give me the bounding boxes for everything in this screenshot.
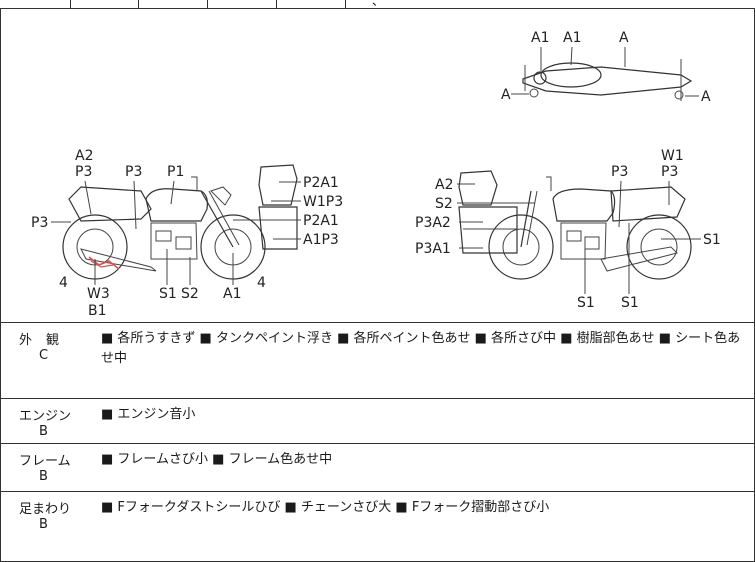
row-category: 足まわり (19, 502, 72, 517)
column-divider (138, 0, 139, 8)
front-wheel-outer (488, 214, 554, 280)
diagram-label: A1 (531, 30, 549, 46)
column-divider (345, 0, 346, 8)
top-fuel-tank (540, 62, 602, 88)
front-cowl (258, 206, 298, 250)
row-header: 足まわり B (1, 491, 91, 561)
engine-fin (584, 236, 600, 250)
headlight (210, 186, 232, 206)
column-divider (207, 0, 208, 8)
row-category: フレーム (19, 454, 71, 469)
partial-text: 、 (372, 0, 385, 8)
diagram-label: W1 (661, 148, 684, 164)
diagram-label: P3 (125, 164, 142, 180)
diagram-label: S1 (621, 295, 639, 311)
row-description: ■ フレームさび小 ■ フレーム色あせ中 (101, 452, 333, 467)
diagram-label: S1 (159, 286, 177, 302)
motorcycle-right-view (458, 170, 692, 280)
diagram-label: P3A2 (415, 215, 451, 231)
diagram-label: A1P3 (303, 232, 339, 248)
diagram-label: P3 (661, 164, 678, 180)
diagram-label: S2 (435, 196, 453, 212)
row-description: ■ エンジン音小 (101, 407, 196, 422)
diagram-label: W3 (87, 286, 110, 302)
diagram-label: A1 (563, 30, 581, 46)
motorcycle-left-view (62, 164, 298, 280)
engine-fin (155, 230, 172, 242)
motorcycle-top-view (522, 59, 693, 101)
rear-wheel-outer (626, 214, 692, 280)
diagram-label: B1 (88, 303, 107, 319)
fuel-tank (552, 188, 616, 222)
condition-row-exterior: 外観 C ■ 各所うすきず ■ タンクペイント浮き ■ 各所ペイント色あせ ■ … (0, 322, 755, 399)
seat-tail (610, 186, 686, 222)
row-category: エンジン (19, 409, 72, 424)
front-cowl (458, 206, 518, 254)
diagram-label: S1 (577, 295, 595, 311)
handlebar (191, 176, 198, 191)
row-grade: C (39, 348, 49, 363)
windscreen-fairing (458, 170, 498, 206)
row-header: エンジン B (1, 398, 91, 443)
front-wheel-inner (502, 228, 540, 266)
front-fork (200, 190, 234, 248)
diagram-label: P3 (611, 164, 628, 180)
diagram-label: A (619, 30, 629, 46)
column-divider (70, 0, 71, 8)
diagram-label: A2 (435, 177, 453, 193)
diagram-label: A2 (75, 148, 93, 164)
diagram-label: A1 (223, 286, 241, 302)
row-description: ■ 各所うすきず ■ タンクペイント浮き ■ 各所ペイント色あせ ■ 各所さび中… (101, 331, 741, 366)
row-header: 外観 C (1, 322, 91, 398)
exhaust-muffler (80, 248, 157, 272)
top-body (522, 66, 693, 96)
condition-row-suspension: 足まわり B ■ Fフォークダストシールひび ■ チェーンさび大 ■ Fフォーク… (0, 491, 755, 562)
damage-mark (90, 260, 114, 268)
front-fork (526, 190, 538, 246)
front-fork (520, 190, 532, 248)
top-tail-light (533, 71, 547, 85)
diagram-label: P3A1 (415, 241, 451, 257)
diagram-label: P2A1 (303, 175, 339, 191)
diagram-label: P2A1 (303, 213, 339, 229)
condition-row-frame: フレーム B ■ フレームさび小 ■ フレーム色あせ中 (0, 443, 755, 492)
windscreen-fairing (258, 164, 298, 206)
row-description: ■ Fフォークダストシールひび ■ チェーンさび大 ■ Fフォーク摺動部さび小 (101, 500, 550, 515)
fuel-tank (145, 188, 208, 222)
diagram-label: P1 (167, 164, 184, 180)
top-mirror (529, 88, 539, 98)
engine-block (560, 222, 607, 260)
column-divider (276, 0, 277, 8)
row-header: フレーム B (1, 443, 91, 491)
diagram-label: A (701, 89, 711, 105)
diagram-label: A (501, 87, 511, 103)
handlebar (546, 176, 552, 191)
damage-mark (88, 256, 120, 270)
diagram-label: 4 (257, 275, 266, 291)
motorcycle-diagram-svg: A2 P3 P3 P1 P3 P2A1 W1P3 P2A1 A1P3 4 W3 … (31, 30, 721, 319)
row-grade: B (39, 517, 48, 532)
diagram-label: W1P3 (303, 194, 343, 210)
seat-tail (68, 186, 152, 222)
row-category: 外観 (19, 333, 74, 348)
engine-fin (175, 236, 192, 250)
exhaust-muffler (600, 246, 678, 272)
row-grade: B (39, 469, 48, 484)
condition-row-engine: エンジン B ■ エンジン音小 (0, 398, 755, 444)
rear-wheel-inner (640, 228, 678, 266)
diagram-label: S1 (703, 232, 721, 248)
diagram-label: 4 (59, 275, 68, 291)
engine-block (150, 222, 198, 260)
table-header-strip: 、 (0, 0, 755, 9)
top-mirror (674, 90, 684, 100)
engine-fin (566, 230, 582, 242)
diagram-label: S2 (181, 286, 199, 302)
diagram-label: P3 (31, 215, 48, 231)
diagram-label: P3 (75, 164, 92, 180)
front-fork (208, 190, 240, 246)
row-grade: B (39, 424, 48, 439)
damage-diagram: A2 P3 P3 P1 P3 P2A1 W1P3 P2A1 A1P3 4 W3 … (0, 9, 755, 323)
